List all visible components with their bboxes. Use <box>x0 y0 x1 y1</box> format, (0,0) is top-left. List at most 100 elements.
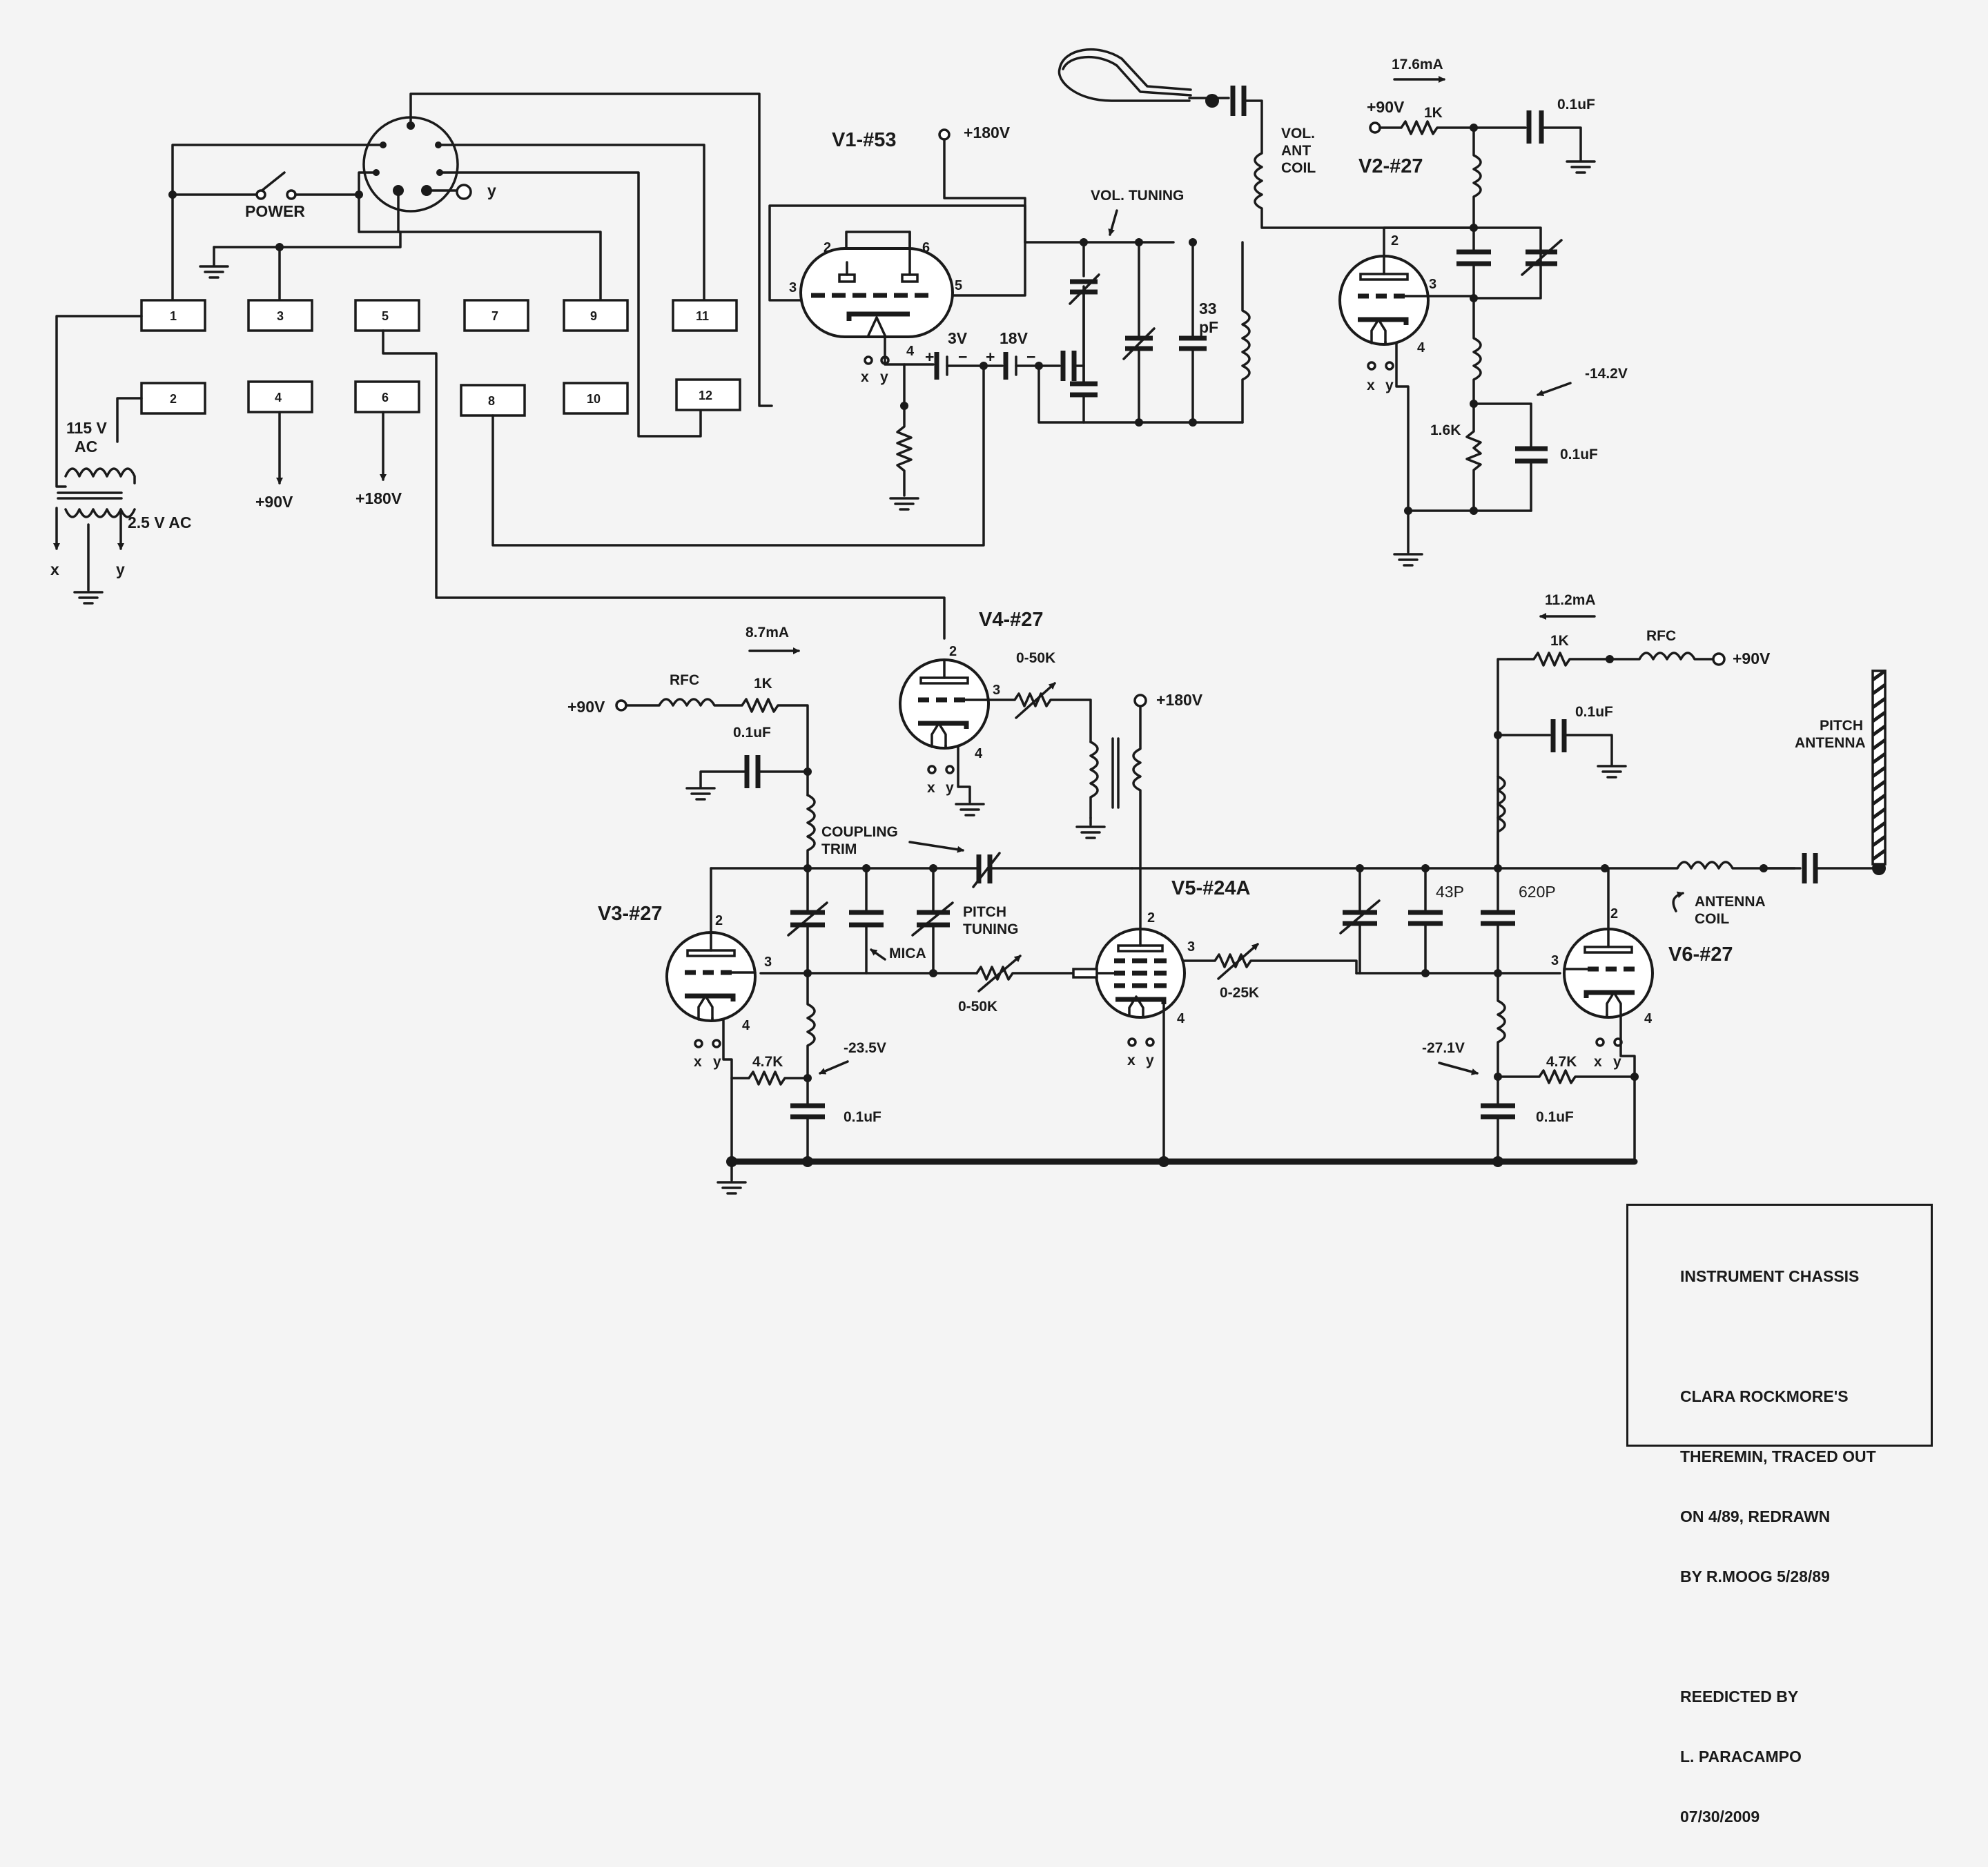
svg-text:+90V: +90V <box>1367 98 1405 116</box>
svg-text:1K: 1K <box>754 676 772 692</box>
title-line-10: 07/30/2009 <box>1680 1808 1760 1826</box>
svg-text:2: 2 <box>170 392 177 406</box>
svg-text:2: 2 <box>1391 233 1399 248</box>
v1-tube <box>799 247 954 338</box>
svg-text:x: x <box>694 1054 702 1070</box>
plug-3: 3 <box>247 299 313 332</box>
v6-tube <box>1564 929 1653 1017</box>
svg-text:4: 4 <box>1644 1011 1653 1026</box>
svg-text:7: 7 <box>491 309 498 323</box>
svg-text:1K: 1K <box>1424 105 1443 121</box>
svg-text:y: y <box>880 369 888 385</box>
power-switch-label: POWER <box>245 202 305 220</box>
svg-text:4.7K: 4.7K <box>752 1054 783 1070</box>
v3-tube <box>667 932 755 1021</box>
plug-1: 1 <box>140 299 206 332</box>
svg-text:3: 3 <box>1429 277 1436 292</box>
svg-text:0.1uF: 0.1uF <box>1557 97 1595 113</box>
ground-icon <box>889 497 919 511</box>
plug-8: 8 <box>460 384 526 417</box>
svg-text:COIL: COIL <box>1695 911 1729 927</box>
ground-icon <box>685 787 716 801</box>
svg-text:3V: 3V <box>948 329 968 347</box>
svg-text:0.1uF: 0.1uF <box>1536 1109 1574 1125</box>
svg-text:-27.1V: -27.1V <box>1422 1040 1465 1056</box>
svg-text:1.6K: 1.6K <box>1430 422 1461 438</box>
v2-stage: VOL. ANT COIL 17.6mA +90V 1K 0.1uF V2-#2… <box>1058 48 1628 567</box>
svg-text:+180V: +180V <box>1156 691 1203 709</box>
schematic-canvas: y POWER 1 2 3 4 5 6 7 8 9 10 11 12 115 V… <box>50 48 1933 1826</box>
svg-text:6: 6 <box>382 391 389 404</box>
plug-7: 7 <box>463 299 529 332</box>
svg-text:-23.5V: -23.5V <box>844 1040 886 1056</box>
title-line-5: ON 4/89, REDRAWN <box>1680 1507 1831 1525</box>
svg-text:9: 9 <box>590 309 597 323</box>
svg-text:ANTENNA: ANTENNA <box>1695 894 1766 910</box>
svg-text:620P: 620P <box>1519 883 1556 901</box>
svg-text:2: 2 <box>1147 910 1155 926</box>
ground-icon <box>199 265 229 279</box>
svg-text:+90V: +90V <box>567 698 605 716</box>
y-terminal <box>456 184 472 200</box>
v5-stage: V5-#24A 0-25K 2 3 4 x y <box>1072 867 1358 1163</box>
svg-text:4: 4 <box>906 344 915 359</box>
svg-text:−: − <box>958 348 967 366</box>
svg-text:x: x <box>1594 1054 1602 1070</box>
title-line-9: L. PARACAMPO <box>1680 1748 1802 1766</box>
v4-tube <box>900 660 988 748</box>
ac-input-label-1: 115 V <box>66 419 107 437</box>
v2-tube <box>1340 256 1428 344</box>
svg-text:3: 3 <box>764 955 772 970</box>
ac-output-label: 2.5 V AC <box>128 514 191 531</box>
ground-icon <box>717 1181 747 1195</box>
title-line-4: THEREMIN, TRACED OUT <box>1680 1447 1876 1465</box>
plug-4: 4 <box>247 380 313 413</box>
svg-text:x: x <box>1127 1053 1136 1068</box>
svg-text:3: 3 <box>1551 953 1559 968</box>
svg-text:TUNING: TUNING <box>963 921 1019 937</box>
plug-11: 11 <box>672 299 738 332</box>
svg-text:0.1uF: 0.1uF <box>733 725 771 741</box>
power-socket <box>362 116 459 213</box>
title-line-8: REEDICTED BY <box>1680 1688 1799 1705</box>
svg-text:pF: pF <box>1199 318 1218 336</box>
svg-text:1K: 1K <box>1550 633 1569 649</box>
svg-text:5: 5 <box>955 278 962 293</box>
x-output-label: x <box>50 560 59 578</box>
v6-stage: 11.2mA 1K RFC +90V 0.1uF 43P 620P PITCH … <box>1131 592 1887 1163</box>
svg-text:10: 10 <box>587 392 601 406</box>
v3-current: 8.7mA <box>746 625 789 641</box>
svg-text:0-25K: 0-25K <box>1220 985 1259 1001</box>
v1-bplus: +180V <box>964 124 1011 141</box>
svg-text:PITCH: PITCH <box>963 904 1006 920</box>
svg-text:y: y <box>1146 1053 1154 1068</box>
volume-antenna-loop <box>1058 48 1192 102</box>
svg-text:0-50K: 0-50K <box>958 999 997 1015</box>
svg-text:6: 6 <box>922 240 930 255</box>
svg-text:x: x <box>927 780 935 796</box>
v4-stage: V4-#27 2 3 4 x y 0-50K +180V <box>900 609 1203 870</box>
svg-text:y: y <box>1385 378 1394 393</box>
ground-icon <box>1566 160 1596 174</box>
vol-tuning-label: VOL. TUNING <box>1091 188 1184 204</box>
svg-text:VOL.: VOL. <box>1281 126 1315 141</box>
plug-10: 10 <box>563 382 629 415</box>
svg-text:COUPLING: COUPLING <box>821 824 898 840</box>
svg-text:+: + <box>986 348 995 366</box>
v2-current: 17.6mA <box>1392 57 1443 72</box>
theremin-schematic: y POWER 1 2 3 4 5 6 7 8 9 10 11 12 115 V… <box>50 48 1887 1195</box>
svg-text:0.1uF: 0.1uF <box>844 1109 881 1125</box>
svg-text:3: 3 <box>789 280 797 295</box>
svg-text:2: 2 <box>715 913 723 928</box>
svg-text:4: 4 <box>275 391 282 404</box>
svg-text:5: 5 <box>382 309 389 323</box>
svg-text:4: 4 <box>975 746 983 761</box>
svg-text:4: 4 <box>1177 1011 1185 1026</box>
svg-text:33: 33 <box>1199 300 1217 317</box>
v5-label: V5-#24A <box>1171 877 1251 899</box>
svg-text:11: 11 <box>696 309 709 323</box>
v6-label: V6-#27 <box>1668 944 1733 966</box>
plug-9: 9 <box>563 299 629 332</box>
title-block: INSTRUMENT CHASSIS CLARA ROCKMORE'S THER… <box>1626 1204 1933 1826</box>
svg-text:43P: 43P <box>1436 883 1464 901</box>
